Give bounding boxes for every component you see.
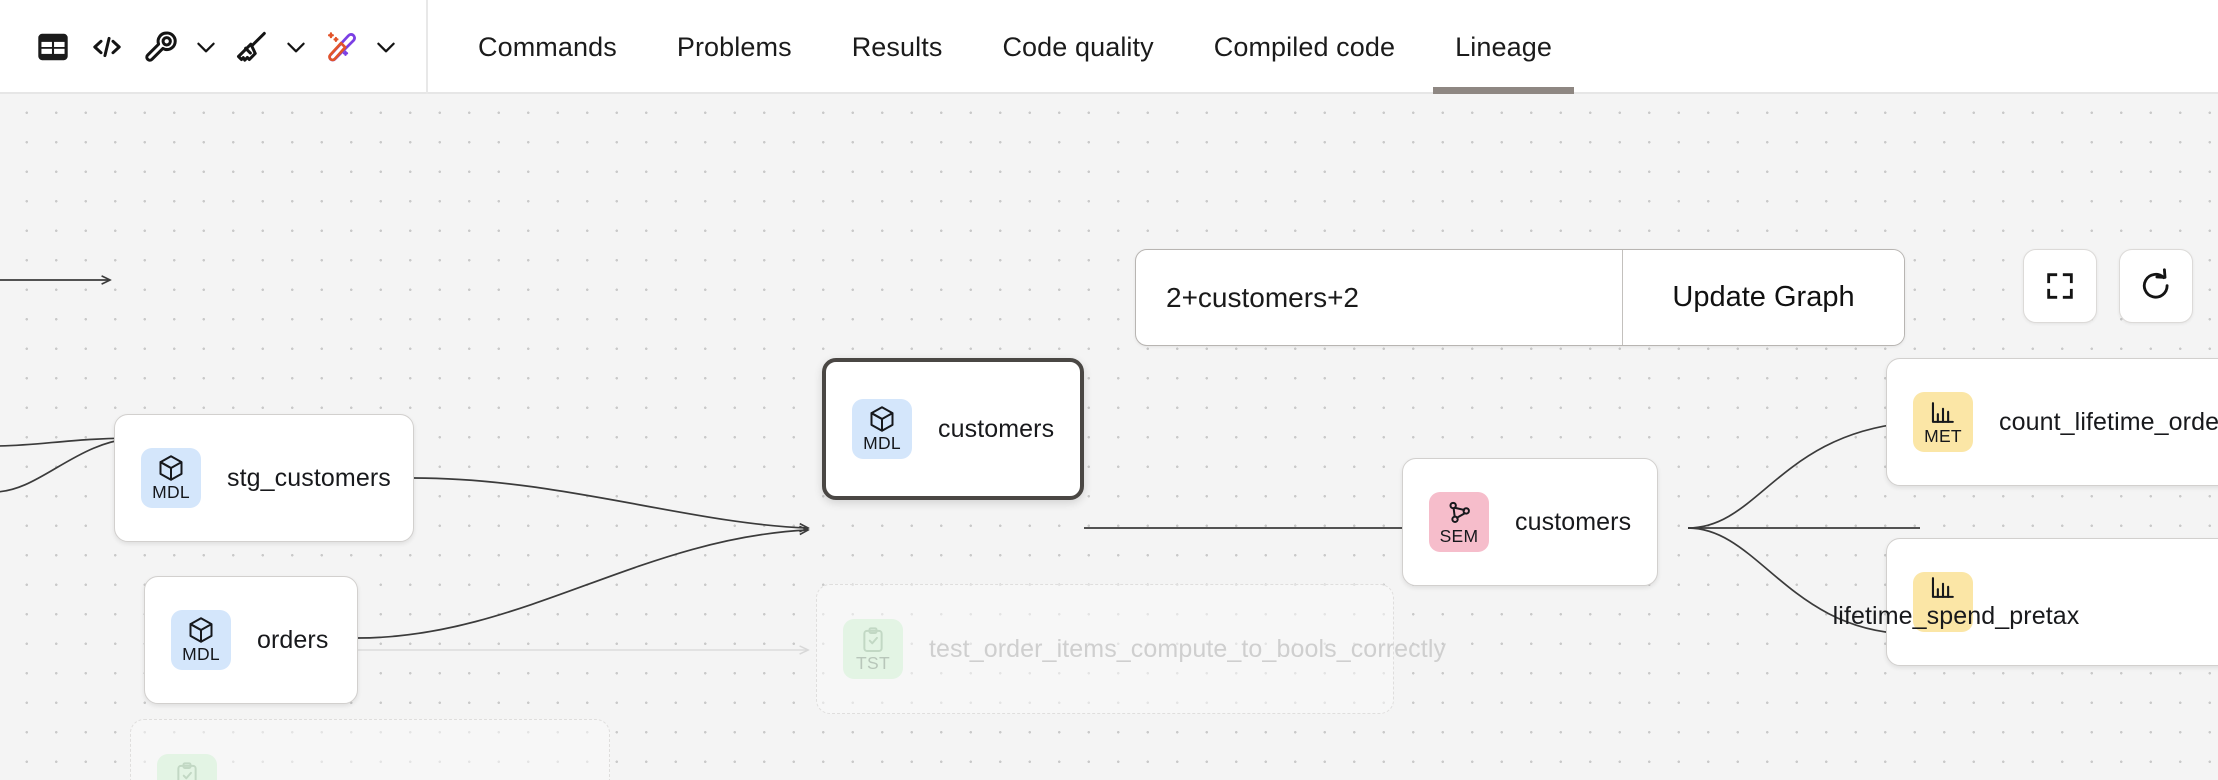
- graph-search-bar: Update Graph: [1135, 249, 1905, 346]
- tab-commands[interactable]: Commands: [478, 31, 617, 62]
- node-name: count_lifetime_orders: [1999, 407, 2218, 436]
- lineage-node-lifetime-spend-pretax[interactable]: lifetime_spend_pretax: [1833, 538, 2218, 666]
- tab-results[interactable]: Results: [851, 31, 943, 62]
- chevron-down-icon[interactable]: [278, 19, 314, 75]
- node-name: customers: [938, 414, 1055, 443]
- lineage-node-orders[interactable]: MDL orders: [144, 576, 358, 704]
- lineage-node-stg-customers[interactable]: MDL stg_customers: [114, 414, 414, 542]
- node-type-label: MDL: [182, 643, 220, 664]
- tab-code-quality[interactable]: Code quality: [1002, 31, 1154, 62]
- node-type-badge-mdl: MDL: [141, 448, 201, 508]
- cube-icon: [186, 616, 216, 645]
- node-name: orders: [257, 625, 329, 654]
- node-type-badge-met: lifetime_spend_pretax: [1833, 572, 2079, 632]
- node-name: test_order_items_compute_to_bools_correc…: [929, 635, 1447, 663]
- network-graph-icon: [1445, 499, 1473, 527]
- node-type-label: SEM: [1439, 525, 1479, 546]
- chevron-down-icon[interactable]: [368, 19, 404, 75]
- refresh-button[interactable]: [2119, 249, 2193, 323]
- node-type-badge-mdl: MDL: [171, 610, 231, 670]
- lineage-node-test-order-items[interactable]: TST test_order_items_compute_to_bools_co…: [816, 584, 1447, 714]
- tab-lineage[interactable]: Lineage: [1425, 0, 1582, 94]
- node-type-label: MET: [1924, 425, 1962, 446]
- magic-wand-icon[interactable]: [314, 19, 368, 75]
- code-view-icon[interactable]: [80, 19, 134, 75]
- lineage-node-count-lifetime-orders[interactable]: MET count_lifetime_orders: [1886, 358, 2218, 486]
- lineage-canvas[interactable]: MDL stg_customers MDL orders: [0, 94, 2218, 780]
- lineage-node-customers-semantic[interactable]: SEM customers: [1402, 458, 1658, 586]
- clipboard-check-icon: [859, 626, 887, 654]
- node-type-label: MDL: [863, 432, 901, 453]
- cube-icon: [867, 405, 897, 434]
- node-type-badge-mdl: MDL: [852, 399, 912, 459]
- tab-problems[interactable]: Problems: [676, 31, 792, 62]
- graph-controls: [2023, 249, 2193, 323]
- cube-icon: [156, 454, 186, 483]
- node-type-badge-tst: TST: [843, 619, 903, 679]
- node-name: lifetime_spend_pretax: [1832, 601, 2080, 630]
- lineage-node-customers-model[interactable]: MDL customers: [822, 358, 1084, 500]
- bar-chart-icon: [1929, 574, 1957, 602]
- bar-chart-icon: [1929, 399, 1957, 427]
- editor-tabs: Commands Problems Results Code quality C…: [448, 0, 1582, 94]
- lineage-node-test-partial[interactable]: TST: [130, 719, 610, 780]
- editor-toolbar: [0, 0, 428, 94]
- chevron-down-icon[interactable]: [188, 19, 224, 75]
- node-type-label: MDL: [152, 481, 190, 502]
- broom-icon[interactable]: [224, 19, 278, 75]
- node-type-badge-met: MET: [1913, 392, 1973, 452]
- node-type-badge-sem: SEM: [1429, 492, 1489, 552]
- clipboard-check-icon: [173, 761, 201, 780]
- wrench-icon[interactable]: [134, 19, 188, 75]
- fit-view-button[interactable]: [2023, 249, 2097, 323]
- table-view-icon[interactable]: [26, 19, 80, 75]
- node-name: stg_customers: [227, 463, 391, 492]
- tab-compiled-code[interactable]: Compiled code: [1213, 31, 1396, 62]
- graph-search-input[interactable]: [1136, 250, 1622, 345]
- update-graph-button[interactable]: Update Graph: [1622, 250, 1904, 345]
- node-type-label: TST: [856, 652, 890, 673]
- node-name: customers: [1515, 507, 1632, 536]
- editor-header: Commands Problems Results Code quality C…: [0, 0, 2218, 94]
- node-type-badge-tst: TST: [157, 754, 217, 780]
